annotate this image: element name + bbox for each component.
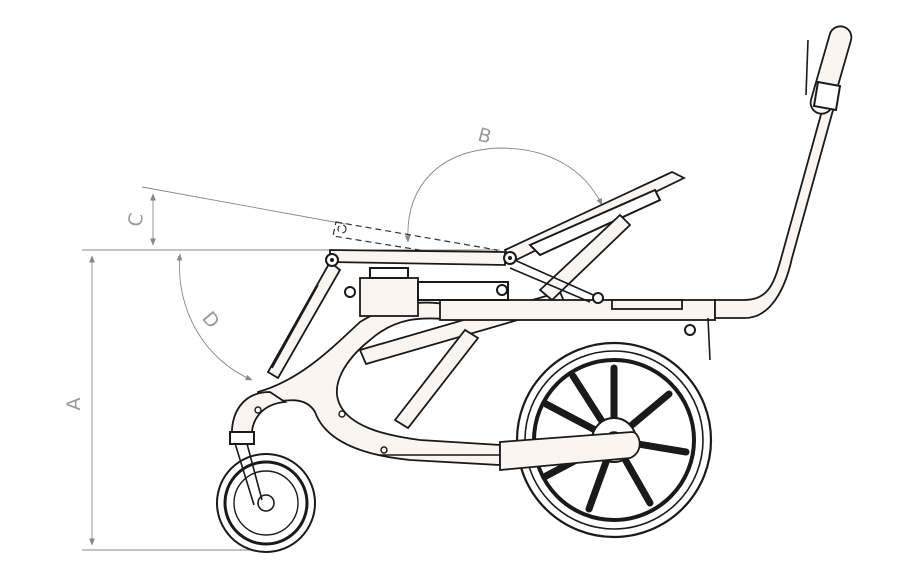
dimension-label-a: A bbox=[63, 398, 85, 411]
main-tube-and-handle bbox=[439, 25, 853, 361]
front-wheel bbox=[216, 453, 316, 553]
dimension-label-c: C bbox=[124, 212, 148, 229]
seat-assembly bbox=[266, 171, 687, 380]
dimension-label-b: B bbox=[475, 124, 493, 149]
dimension-d: D bbox=[176, 253, 253, 381]
dimension-a: A bbox=[63, 249, 500, 551]
dimension-label-d: D bbox=[197, 307, 223, 332]
dimension-c: C bbox=[124, 186, 346, 246]
dimension-b: B bbox=[404, 124, 603, 243]
